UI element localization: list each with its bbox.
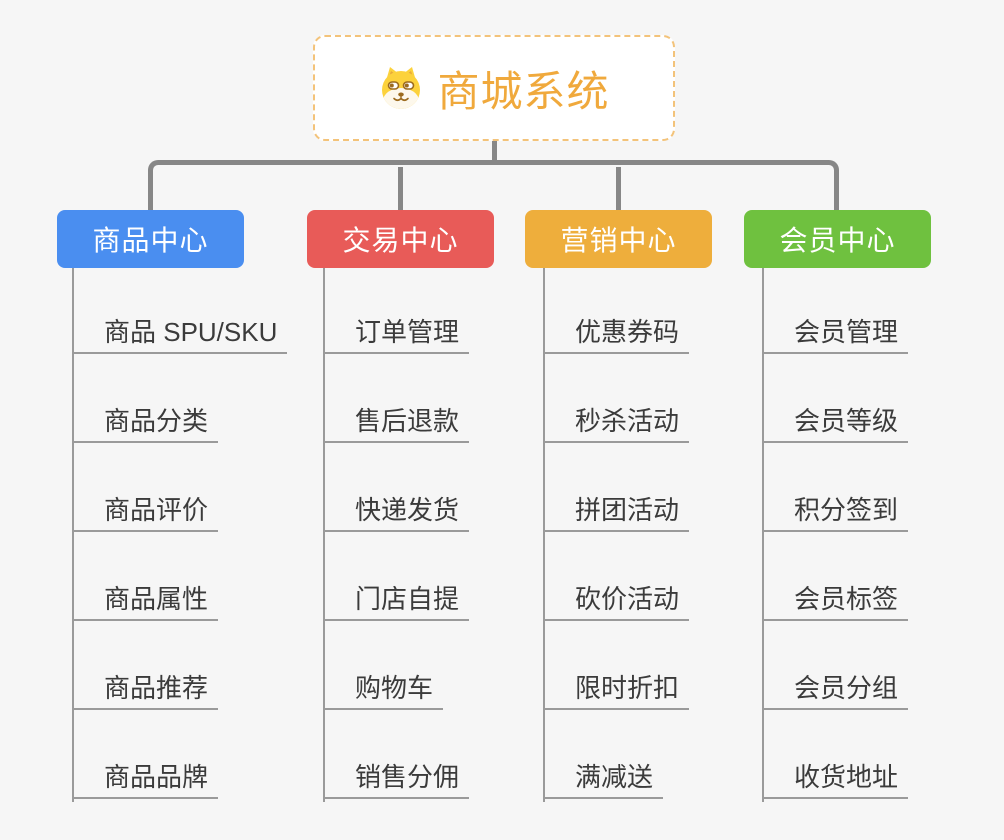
leaf-node[interactable]: 会员分组	[762, 666, 909, 710]
leaf-node[interactable]: 商品推荐	[72, 666, 219, 710]
root-title: 商城系统	[437, 67, 610, 115]
leaf-node[interactable]: 优惠券码	[543, 310, 690, 354]
leaf-node[interactable]: 限时折扣	[543, 666, 690, 710]
leaf-node[interactable]: 秒杀活动	[543, 399, 690, 443]
leaf-node[interactable]: 商品分类	[72, 399, 219, 443]
branch-label: 交易中心	[342, 225, 459, 256]
leaf-node[interactable]: 会员等级	[762, 399, 909, 443]
leaf-node[interactable]: 拼团活动	[543, 488, 690, 532]
branch-column-marketing: 优惠券码 秒杀活动 拼团活动 砍价活动 限时折扣 满减送	[543, 268, 793, 802]
leaf-node[interactable]: 会员管理	[762, 310, 909, 354]
branch-column-trade: 订单管理 售后退款 快递发货 门店自提 购物车 销售分佣	[323, 268, 573, 802]
root-node-mall-system[interactable]: 商城系统	[313, 35, 675, 141]
leaf-node[interactable]: 积分签到	[762, 488, 909, 532]
branch-column-member: 会员管理 会员等级 积分签到 会员标签 会员分组 收货地址	[762, 268, 1004, 802]
leaf-node[interactable]: 售后退款	[323, 399, 470, 443]
branch-label: 营销中心	[560, 225, 677, 256]
branch-column-product: 商品 SPU/SKU 商品分类 商品评价 商品属性 商品推荐 商品品牌	[72, 268, 322, 802]
leaf-node[interactable]: 商品属性	[72, 577, 219, 621]
branch-label: 会员中心	[779, 225, 896, 256]
branch-node-marketing-center[interactable]: 营销中心	[525, 210, 712, 268]
leaf-node[interactable]: 订单管理	[323, 310, 470, 354]
connector-drop-marketing	[616, 167, 621, 210]
branch-label: 商品中心	[92, 225, 209, 256]
leaf-node[interactable]: 快递发货	[323, 488, 470, 532]
branch-node-trade-center[interactable]: 交易中心	[307, 210, 494, 268]
leaf-node[interactable]: 销售分佣	[323, 755, 470, 799]
leaf-node[interactable]: 砍价活动	[543, 577, 690, 621]
leaf-node[interactable]: 满减送	[543, 755, 664, 799]
leaf-node[interactable]: 购物车	[323, 666, 444, 710]
branch-node-product-center[interactable]: 商品中心	[57, 210, 244, 268]
leaf-node[interactable]: 商品 SPU/SKU	[72, 310, 288, 354]
connector-bus-line	[148, 160, 839, 210]
connector-root-stub	[492, 139, 497, 163]
dog-face-icon	[382, 67, 421, 109]
leaf-node[interactable]: 门店自提	[323, 577, 470, 621]
leaf-node[interactable]: 收货地址	[762, 755, 909, 799]
leaf-node[interactable]: 会员标签	[762, 577, 909, 621]
leaf-node[interactable]: 商品品牌	[72, 755, 219, 799]
leaf-node[interactable]: 商品评价	[72, 488, 219, 532]
branch-node-member-center[interactable]: 会员中心	[744, 210, 931, 268]
connector-drop-trade	[398, 167, 403, 210]
